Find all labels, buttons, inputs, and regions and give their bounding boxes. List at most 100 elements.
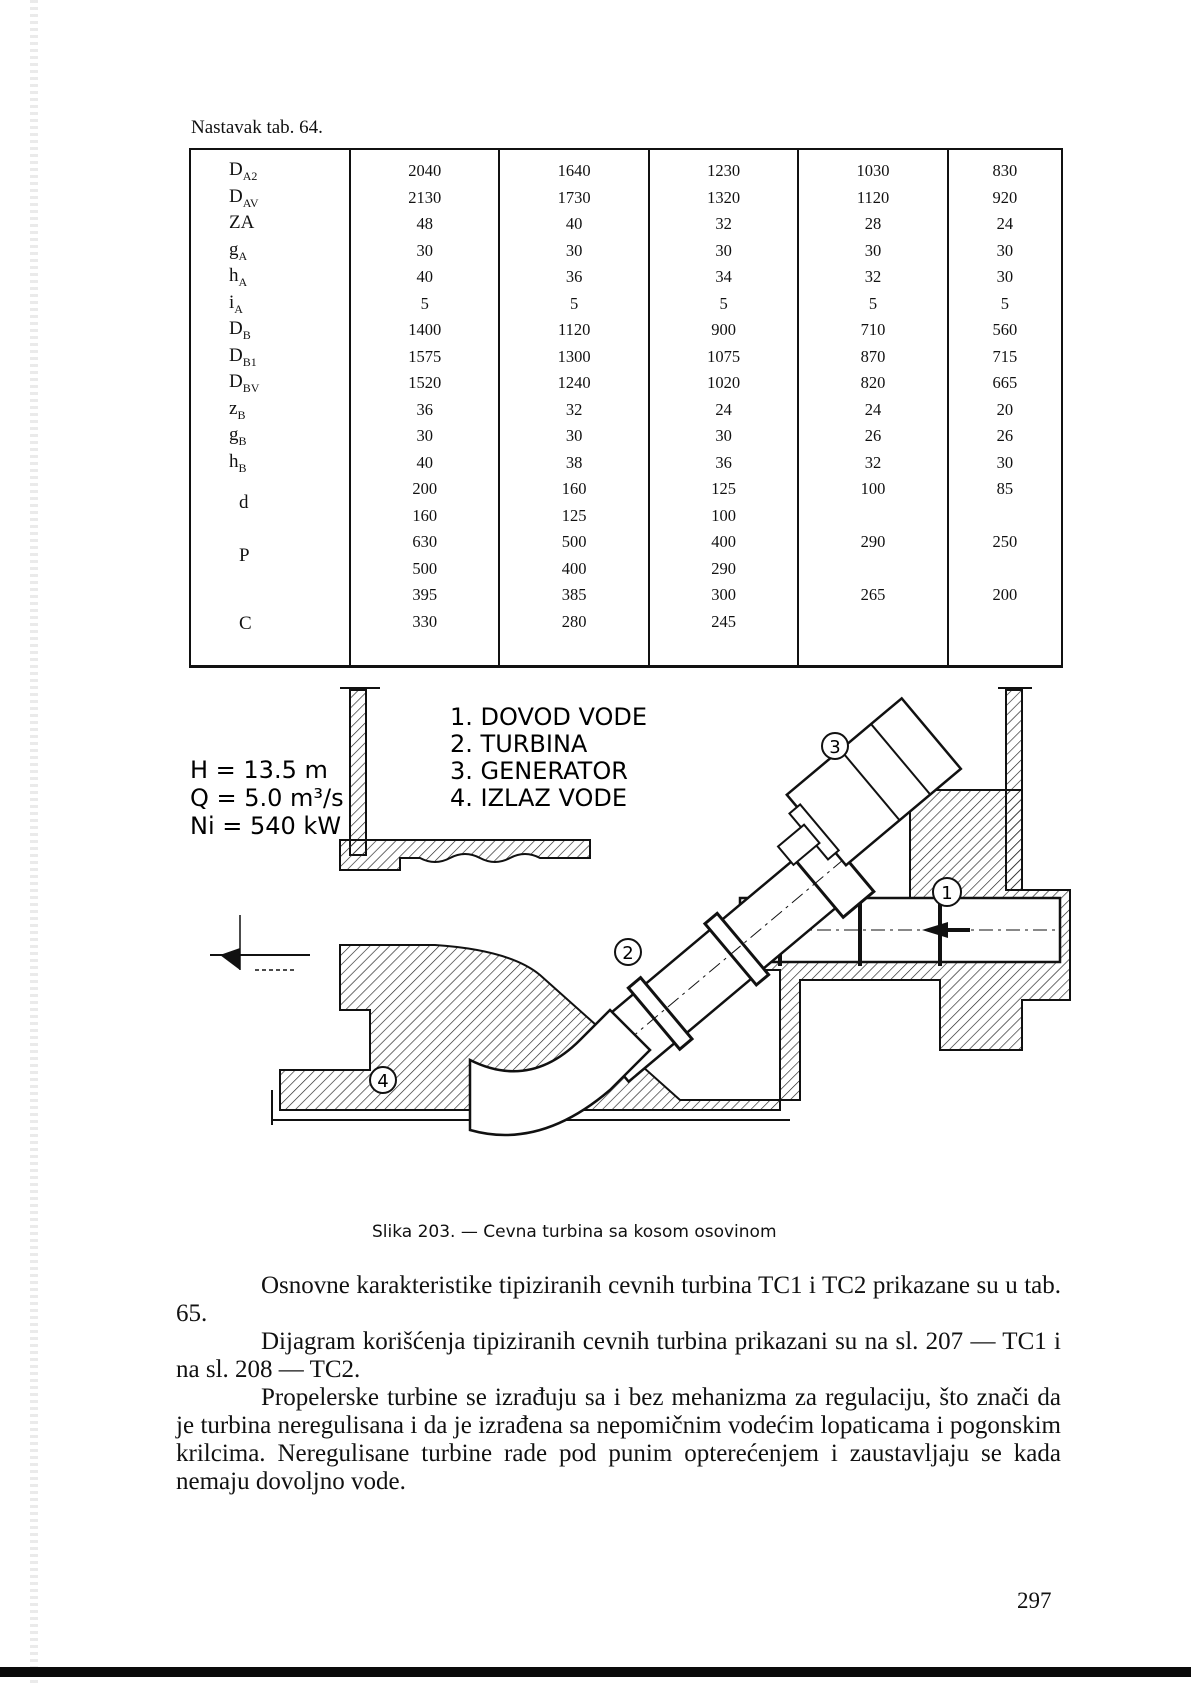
table-cell: 85	[946, 476, 1064, 503]
paragraph-1: Osnovne karakteristike tipiziranih cevni…	[176, 1272, 1061, 1327]
row-symbol: P	[189, 529, 351, 582]
table-cell: 200	[348, 476, 501, 503]
svg-text:H = 13.5 m: H = 13.5 m	[190, 756, 328, 784]
table-cell: 34	[647, 264, 800, 291]
table-cell: 265	[797, 582, 949, 609]
table-cell: 1320	[647, 184, 800, 211]
table-cell: 1575	[348, 343, 501, 370]
table-cell: 330	[348, 608, 501, 667]
table-cell: 500	[348, 555, 501, 582]
table-cell	[797, 502, 949, 529]
table-cell: 40	[498, 211, 650, 238]
table-cell: 1300	[498, 343, 650, 370]
row-symbol: d	[189, 476, 351, 529]
table-cell: 30	[946, 449, 1064, 476]
table-cell: 30	[348, 423, 501, 450]
table-cell: 5	[348, 290, 501, 317]
table-cell: 30	[797, 237, 949, 264]
table-cell: 36	[647, 449, 800, 476]
table-cell: 30	[946, 264, 1064, 291]
table-cell: 32	[498, 396, 650, 423]
left-wall	[349, 689, 367, 856]
table-cell: 1120	[498, 317, 650, 344]
svg-text:Ni = 540 kW: Ni = 540 kW	[190, 812, 341, 840]
table-cell: 30	[647, 423, 800, 450]
row-symbol: C	[189, 582, 351, 667]
table-cell: 100	[797, 476, 949, 503]
table-cell	[946, 555, 1064, 582]
table-cell: 1020	[647, 370, 800, 397]
table-cell: 24	[797, 396, 949, 423]
paragraph-2: Dijagram korišćenja tipiziranih cevnih t…	[176, 1328, 1061, 1383]
svg-text:4. IZLAZ VODE: 4. IZLAZ VODE	[450, 784, 627, 812]
table-cell: 1075	[647, 343, 800, 370]
row-symbol: DB	[189, 317, 351, 344]
page-number: 297	[1017, 1588, 1052, 1613]
table-cell	[797, 608, 949, 667]
table-cell: 5	[946, 290, 1064, 317]
table-cell: 395	[348, 582, 501, 609]
table-cell: 200	[946, 582, 1064, 609]
table-cell: 5	[498, 290, 650, 317]
svg-text:2. TURBINA: 2. TURBINA	[450, 730, 588, 758]
paragraph-3: Propelerske turbine se izrađuju sa i bez…	[176, 1384, 1061, 1495]
table-cell: 630	[348, 529, 501, 556]
svg-text:3: 3	[829, 737, 840, 758]
table-cell: 36	[348, 396, 501, 423]
foundation	[279, 944, 781, 1111]
table-cell: 500	[498, 529, 650, 556]
marker-4: 4	[369, 1066, 397, 1094]
table-cell: 125	[498, 502, 650, 529]
table-cell: 300	[647, 582, 800, 609]
table-cell: 5	[797, 290, 949, 317]
svg-text:4: 4	[377, 1071, 388, 1092]
table-cell: 920	[946, 184, 1064, 211]
table-cell: 160	[348, 502, 501, 529]
table-cell: 830	[946, 149, 1064, 185]
table-cell: 26	[946, 423, 1064, 450]
svg-text:1. DOVOD VODE: 1. DOVOD VODE	[450, 703, 647, 731]
table-cell: 385	[498, 582, 650, 609]
table-cell: 36	[498, 264, 650, 291]
row-symbol: DAV	[189, 184, 351, 211]
row-symbol: DA2	[189, 149, 351, 185]
table-cell: 26	[797, 423, 949, 450]
table-cell: 1400	[348, 317, 501, 344]
table-cell: 2040	[348, 149, 501, 185]
table-cell: 1520	[348, 370, 501, 397]
table-cell: 1730	[498, 184, 650, 211]
row-symbol: gB	[189, 423, 351, 450]
table-cell: 125	[647, 476, 800, 503]
scan-edge	[30, 0, 38, 1685]
table-cell: 30	[498, 237, 650, 264]
marker-2: 2	[614, 938, 642, 966]
table-cell: 48	[348, 211, 501, 238]
figure-legend: 1. DOVOD VODE 2. TURBINA 3. GENERATOR 4.…	[450, 703, 647, 812]
table-cell: 870	[797, 343, 949, 370]
marker-1: 1	[932, 877, 962, 907]
table-cell: 2130	[348, 184, 501, 211]
table-cell: 245	[647, 608, 800, 667]
table-cell: 665	[946, 370, 1064, 397]
table-cell	[946, 502, 1064, 529]
table-cell: 100	[647, 502, 800, 529]
table-cell: 30	[946, 237, 1064, 264]
table-cell: 28	[797, 211, 949, 238]
figure-caption: Slika 203. — Cevna turbina sa kosom osov…	[372, 1222, 777, 1242]
table-cell: 32	[797, 449, 949, 476]
row-symbol: iA	[189, 290, 351, 317]
table-cell: 820	[797, 370, 949, 397]
table-cell: 715	[946, 343, 1064, 370]
